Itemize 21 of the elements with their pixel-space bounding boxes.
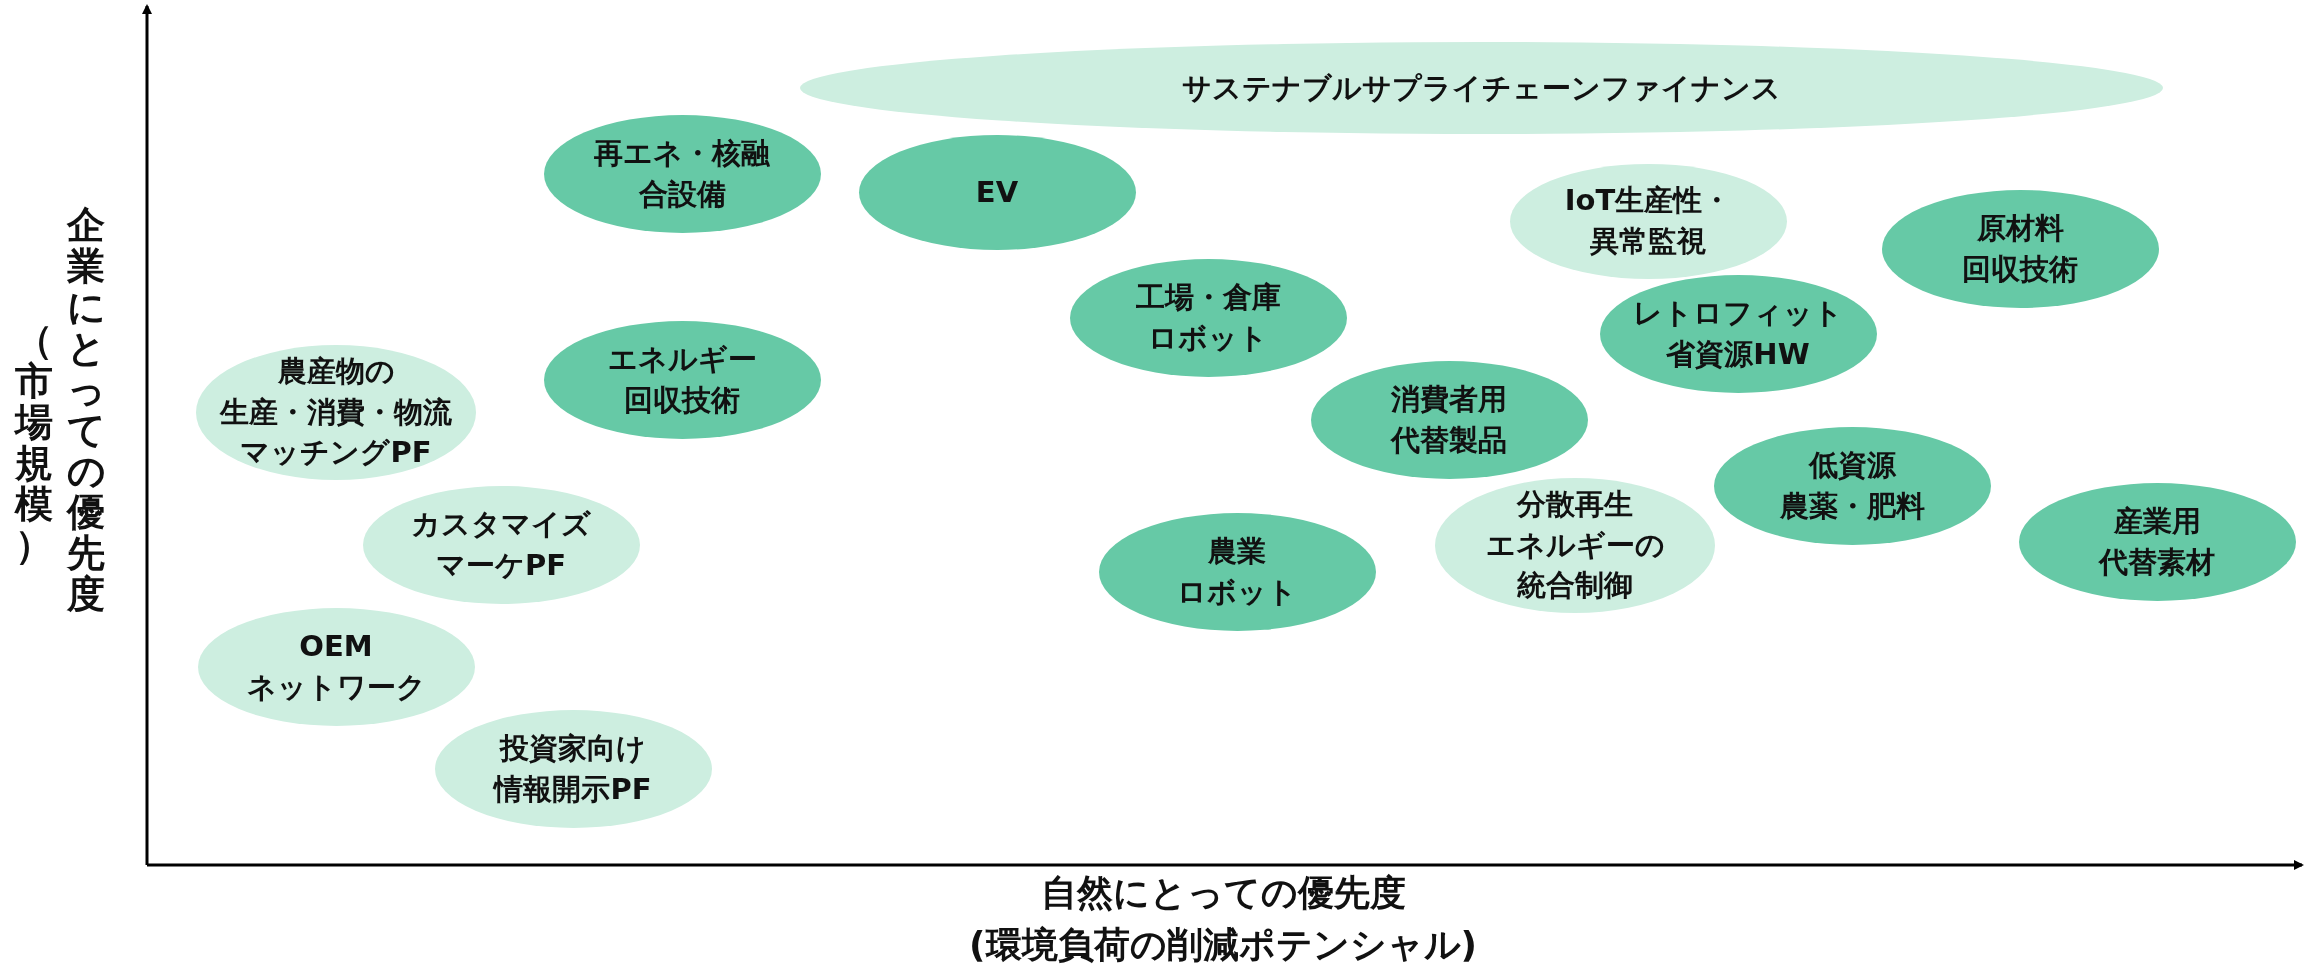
axis-title: 自然にとっての優先度 — [1040, 872, 1406, 914]
positioning-bubble: 分散再生エネルギーの統合制御 — [1435, 477, 1715, 613]
axis-title: (環境負荷の削減ポテンシャル) — [969, 924, 1477, 966]
positioning-bubble: エネルギー回収技術 — [543, 321, 821, 439]
positioning-bubble: 消費者用代替製品 — [1310, 361, 1588, 479]
positioning-bubble: 原材料回収技術 — [1881, 190, 2159, 308]
positioning-bubble: EV — [858, 134, 1136, 250]
positioning-bubble: OEMネットワーク — [197, 608, 475, 726]
positioning-bubble: サステナブルサプライチェーンファイナンス — [799, 42, 2163, 134]
positioning-bubble: 投資家向け情報開示PF — [434, 710, 712, 828]
positioning-bubble: 農産物の生産・消費・物流マッチングPF — [196, 344, 476, 480]
positioning-bubble: 農業ロボット — [1098, 513, 1376, 631]
axis-title: （市場規模） — [13, 320, 54, 567]
positioning-bubble: カスタマイズマーケPF — [362, 486, 640, 604]
axis-title: 企業にとっての優先度 — [65, 205, 107, 616]
positioning-bubble: 再エネ・核融合設備 — [543, 115, 821, 233]
positioning-bubble: レトロフィット省資源HW — [1599, 275, 1877, 393]
positioning-bubble: 低資源農薬・肥料 — [1713, 427, 1991, 545]
positioning-bubble: 工場・倉庫ロボット — [1069, 259, 1347, 377]
positioning-bubble: 産業用代替素材 — [2018, 483, 2296, 601]
positioning-bubble: IoT生産性・異常監視 — [1509, 163, 1787, 279]
